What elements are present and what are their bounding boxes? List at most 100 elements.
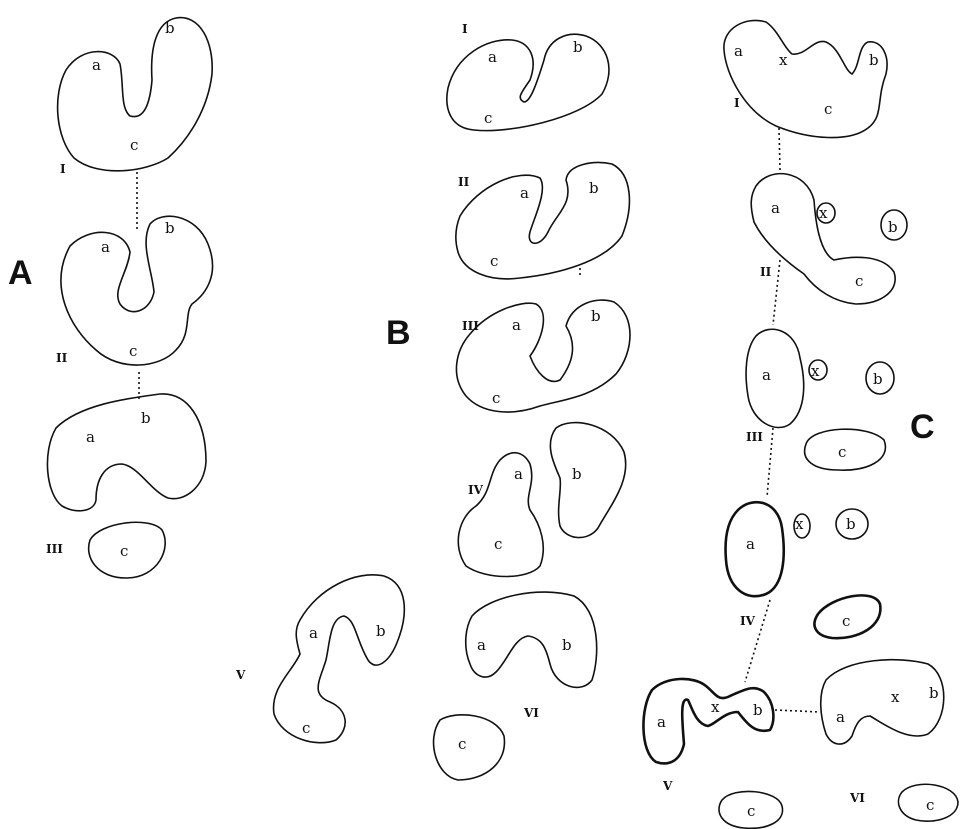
stage-label: V bbox=[662, 779, 673, 793]
label-b: b bbox=[573, 38, 583, 56]
cell-outline bbox=[458, 453, 543, 577]
panel-c-stage-6: a x b VI bbox=[821, 660, 944, 805]
cell-outline bbox=[751, 174, 895, 304]
cell-outline bbox=[456, 300, 630, 412]
label-c: c bbox=[842, 612, 850, 630]
panel-c-stage-5: a x b V bbox=[643, 679, 773, 793]
stage-connector bbox=[775, 710, 820, 712]
panel-a-stage-3-daughter: c III bbox=[46, 522, 165, 578]
stage-label: V bbox=[235, 668, 246, 682]
label-b: b bbox=[572, 465, 582, 483]
label-b: b bbox=[929, 684, 939, 702]
stage-label: I bbox=[60, 162, 66, 176]
label-c: c bbox=[120, 542, 128, 560]
label-a: a bbox=[734, 42, 743, 60]
panel-c-stage-3-b: b bbox=[866, 362, 894, 394]
stage-label: VI bbox=[849, 791, 865, 805]
label-a: a bbox=[520, 184, 529, 202]
label-c: c bbox=[492, 389, 500, 407]
label-b: b bbox=[873, 370, 883, 388]
panel-c-stage-4-x: x bbox=[794, 514, 810, 538]
stage-label: IV bbox=[740, 614, 756, 628]
label-a: a bbox=[512, 316, 521, 334]
label-a: a bbox=[514, 465, 523, 483]
panel-c-stage-4-c: c bbox=[814, 595, 880, 638]
cell-outline bbox=[274, 575, 405, 743]
panel-b-stage-4: a c IV bbox=[458, 453, 543, 577]
panel-c-stage-3-x: x bbox=[809, 360, 827, 380]
panel-label-c: C bbox=[910, 408, 935, 446]
panel-c-stage-2: a c II bbox=[751, 174, 895, 304]
stage-connector bbox=[773, 260, 780, 325]
label-x: x bbox=[811, 362, 820, 380]
panel-c-stage-5-daughter: c bbox=[719, 791, 783, 828]
label-c: c bbox=[747, 802, 755, 820]
label-x: x bbox=[795, 515, 804, 533]
label-a: a bbox=[657, 713, 666, 731]
label-a: a bbox=[746, 535, 755, 553]
label-b: b bbox=[846, 515, 856, 533]
label-c: c bbox=[855, 272, 863, 290]
panel-c-stage-4: a IV bbox=[726, 502, 784, 628]
panel-b-stage-5: a b c V bbox=[235, 575, 404, 743]
label-c: c bbox=[490, 252, 498, 270]
label-b: b bbox=[589, 179, 599, 197]
label-b: b bbox=[591, 307, 601, 325]
panel-c-stage-2-b: b bbox=[881, 210, 907, 240]
stage-label: III bbox=[46, 542, 63, 556]
label-a: a bbox=[101, 238, 110, 256]
label-a: a bbox=[477, 636, 486, 654]
stage-label: II bbox=[760, 265, 772, 279]
label-b: b bbox=[165, 19, 175, 37]
label-c: c bbox=[494, 535, 502, 553]
stage-label: VI bbox=[523, 706, 539, 720]
label-b: b bbox=[562, 636, 572, 654]
panel-a-stage-2: a b c II bbox=[56, 216, 213, 365]
stage-label: III bbox=[462, 319, 479, 333]
label-a: a bbox=[762, 366, 771, 384]
panel-a-stage-1: a b c I bbox=[58, 18, 213, 176]
stage-connector bbox=[779, 128, 780, 170]
cell-outline bbox=[47, 394, 206, 511]
label-b: b bbox=[888, 218, 898, 236]
panel-c-stage-3: a III bbox=[746, 329, 804, 444]
panel-a-stage-3: a b bbox=[47, 394, 206, 511]
cell-outline bbox=[434, 715, 505, 780]
stage-label: III bbox=[746, 430, 763, 444]
stage-label: IV bbox=[468, 483, 484, 497]
label-x: x bbox=[779, 51, 788, 69]
stage-connector bbox=[745, 600, 770, 682]
label-c: c bbox=[824, 100, 832, 118]
panel-c-stage-2-x: x bbox=[817, 203, 835, 223]
panel-c-stage-6-daughter: c bbox=[898, 784, 958, 821]
label-a: a bbox=[771, 199, 780, 217]
panel-label-b: B bbox=[386, 314, 411, 352]
cell-outline bbox=[724, 20, 887, 137]
panel-label-a: A bbox=[8, 254, 33, 292]
label-b: b bbox=[869, 51, 879, 69]
panel-b-stage-4-daughter: b bbox=[550, 423, 625, 538]
panel-c-stage-3-c: c bbox=[805, 429, 886, 470]
label-x: x bbox=[819, 204, 828, 222]
cell-outline bbox=[456, 163, 630, 279]
label-a: a bbox=[92, 56, 101, 74]
panel-c-stage-4-b: b bbox=[836, 509, 868, 539]
stage-connector bbox=[767, 428, 773, 497]
stage-label: I bbox=[462, 22, 468, 36]
label-a: a bbox=[86, 428, 95, 446]
stage-label: II bbox=[458, 175, 470, 189]
label-c: c bbox=[129, 342, 137, 360]
label-c: c bbox=[926, 796, 934, 814]
panel-b-stage-6: a b VI bbox=[466, 592, 597, 720]
cell-outline bbox=[550, 423, 625, 538]
label-c: c bbox=[130, 136, 138, 154]
label-x: x bbox=[711, 698, 720, 716]
panel-b-stage-6-daughter: c bbox=[434, 715, 505, 780]
panel-b-stage-3: a b c III bbox=[456, 300, 630, 412]
cell-outline bbox=[746, 329, 804, 427]
label-c: c bbox=[484, 109, 492, 127]
label-a: a bbox=[488, 48, 497, 66]
label-b: b bbox=[165, 219, 175, 237]
cell-outline bbox=[821, 660, 944, 744]
